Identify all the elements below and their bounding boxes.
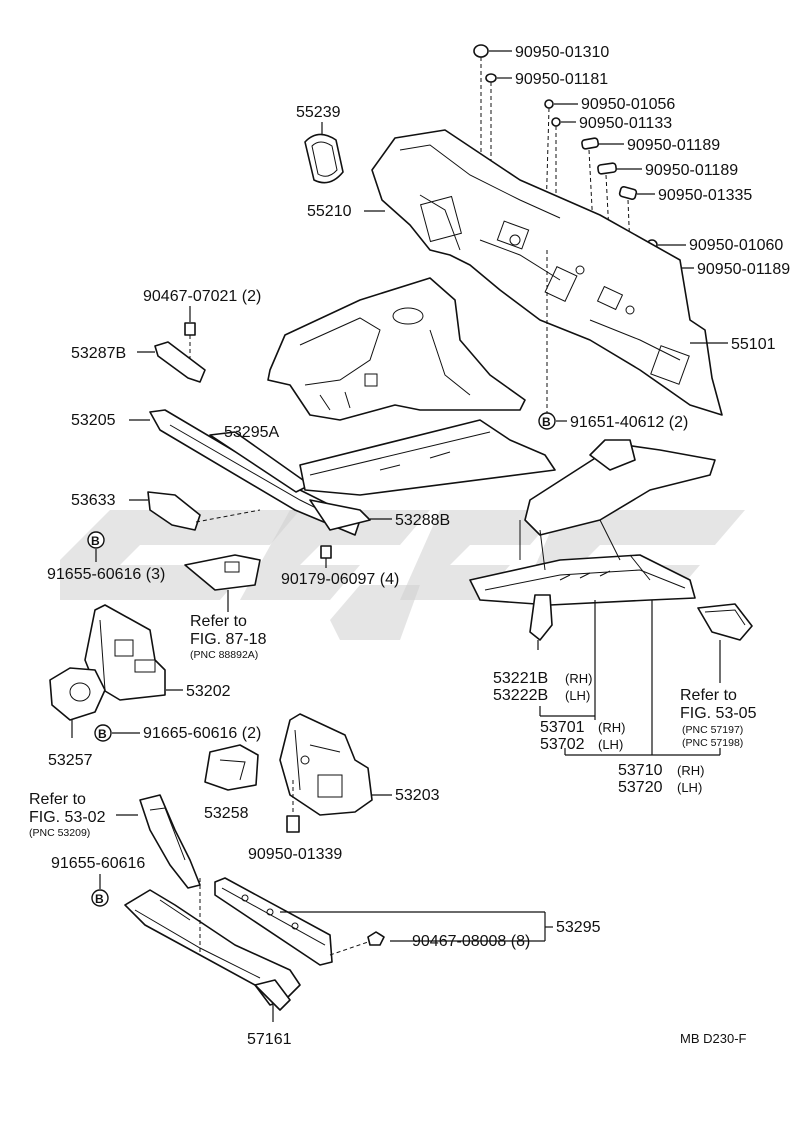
bracket-53258: 53258 xyxy=(204,744,259,822)
label-53222b: 53222B xyxy=(493,687,548,704)
label-90467-07021: 90467-07021 (2) xyxy=(143,288,261,305)
label-53203: 53203 xyxy=(395,787,440,804)
label-group-53221b: 53221B (RH) 53222B (LH) xyxy=(493,670,592,704)
bracket-53257: 53257 B 91665-60616 (2) xyxy=(48,667,261,769)
label-53202: 53202 xyxy=(186,683,231,700)
label-90467-08008: 90467-08008 (8) xyxy=(412,933,530,950)
panel-53202: 53202 xyxy=(84,604,231,701)
panel-53203: 53203 90950-01339 xyxy=(248,713,440,863)
bolt-marker-text: B xyxy=(91,534,100,548)
label-53295: 53295 xyxy=(556,919,601,936)
label-53710: 53710 xyxy=(618,762,663,779)
label-53702: 53702 xyxy=(540,736,585,753)
front-rail-53205: 53205 53295A 53288B xyxy=(71,409,556,536)
label-53222b-side: (LH) xyxy=(565,688,590,703)
ref-53-02-line3: (PNC 53209) xyxy=(29,827,90,839)
bolt-marker-text: B xyxy=(98,727,107,741)
label-53720-side: (LH) xyxy=(677,780,702,795)
bracket-53633: 53633 B 91655-60616 (3) xyxy=(47,491,261,583)
label-90950-01339: 90950-01339 xyxy=(248,846,342,863)
label-53701: 53701 xyxy=(540,719,585,736)
ref-53-02-line1: Refer to xyxy=(29,791,86,808)
ref-53-05-line1: Refer to xyxy=(680,687,737,704)
grommet-01310: 90950-01310 xyxy=(473,44,609,230)
label-90950-01056: 90950-01056 xyxy=(581,96,675,113)
ref-53-05-line4: (PNC 57198) xyxy=(682,737,743,749)
bolt-91651-40612: B 91651-40612 (2) xyxy=(538,250,688,431)
plug-01189-b: 90950-01189 xyxy=(597,162,738,291)
ref-group-53-02: Refer to FIG. 53-02 (PNC 53209) 91655-60… xyxy=(29,791,201,907)
label-53287b: 53287B xyxy=(71,345,126,362)
suspension-member-53710 xyxy=(469,439,753,755)
label-53702-side: (LH) xyxy=(598,737,623,752)
figure-code: MB D230-F xyxy=(680,1031,747,1046)
bolt-marker-text: B xyxy=(542,415,551,429)
label-91651-40612: 91651-40612 (2) xyxy=(570,414,688,431)
grommet-01056: 90950-01056 xyxy=(544,96,675,251)
label-90950-01060: 90950-01060 xyxy=(689,237,783,254)
grommet-01133: 90950-01133 xyxy=(551,115,672,260)
label-90950-01310: 90950-01310 xyxy=(515,44,609,61)
ref-53-05-line3: (PNC 57197) xyxy=(682,724,743,736)
ref-87-18-line3: (PNC 88892A) xyxy=(190,649,258,661)
plate-ref-87-18: Refer to FIG. 87-18 (PNC 88892A) 90179-0… xyxy=(184,545,399,661)
label-90950-01189-a: 90950-01189 xyxy=(627,137,720,154)
label-57161: 57161 xyxy=(247,1031,292,1048)
label-90950-01181: 90950-01181 xyxy=(515,71,608,88)
label-90950-01189-b: 90950-01189 xyxy=(645,162,738,179)
label-53701-side: (RH) xyxy=(598,720,625,735)
ref-group-53-05: Refer to FIG. 53-05 (PNC 57197) (PNC 571… xyxy=(680,640,757,749)
label-53258: 53258 xyxy=(204,805,249,822)
bracket-53287b: 90467-07021 (2) 53287B xyxy=(71,288,261,383)
label-90179-06097: 90179-06097 (4) xyxy=(281,571,399,588)
label-group-53701: 53701 (RH) 53702 (LH) xyxy=(539,706,625,753)
ref-53-02-line2: FIG. 53-02 xyxy=(29,809,106,826)
label-90950-01133: 90950-01133 xyxy=(579,115,672,132)
apron-upper xyxy=(267,277,526,421)
label-53221b: 53221B xyxy=(493,670,548,687)
label-91655-60616: 91655-60616 xyxy=(51,855,145,872)
label-53720: 53720 xyxy=(618,779,663,796)
label-53221b-side: (RH) xyxy=(565,671,592,686)
label-53633: 53633 xyxy=(71,492,116,509)
label-53288b: 53288B xyxy=(395,512,450,529)
ref-87-18-line2: FIG. 87-18 xyxy=(190,631,267,648)
label-55101: 55101 xyxy=(731,336,776,353)
label-91655-60616-3: 91655-60616 (3) xyxy=(47,566,165,583)
member-57161: 57161 xyxy=(124,878,301,1048)
label-53710-side: (RH) xyxy=(677,763,704,778)
label-group-53710: 53710 (RH) 53720 (LH) xyxy=(564,748,721,796)
ref-53-05-line2: FIG. 53-05 xyxy=(680,705,757,722)
label-90950-01189-c: 90950-01189 xyxy=(697,261,790,278)
label-90950-01335: 90950-01335 xyxy=(658,187,752,204)
label-55239: 55239 xyxy=(296,104,341,121)
ref-87-18-line1: Refer to xyxy=(190,613,247,630)
label-53295a: 53295A xyxy=(224,424,279,441)
label-55210: 55210 xyxy=(307,203,352,220)
label-53205: 53205 xyxy=(71,412,116,429)
bolt-marker-text: B xyxy=(95,892,104,906)
seal-55239: 55239 xyxy=(296,104,344,184)
label-91665-60616: 91665-60616 (2) xyxy=(143,725,261,742)
label-group-55210: 55210 xyxy=(307,203,385,220)
label-53257: 53257 xyxy=(48,752,93,769)
bolt-marker-icon xyxy=(538,412,556,430)
brace-53295: 53295 90467-08008 (8) xyxy=(214,877,601,966)
